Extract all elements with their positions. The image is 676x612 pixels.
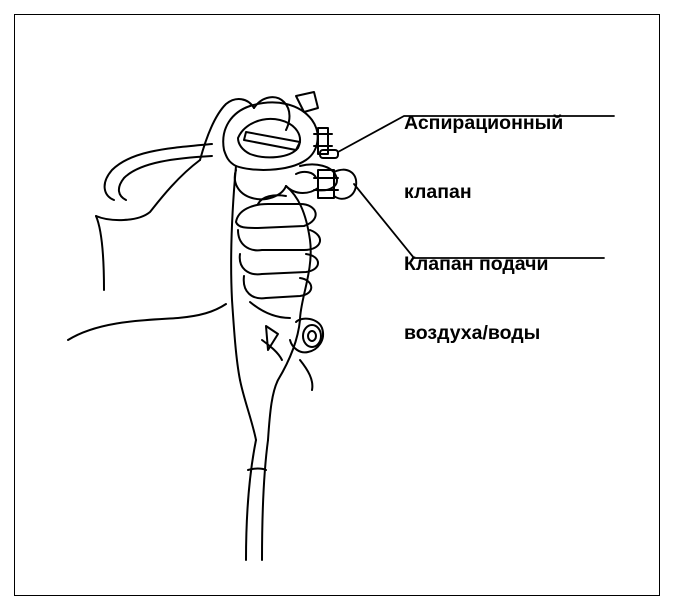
suction-valve-body bbox=[314, 128, 338, 158]
universal-cord bbox=[105, 144, 212, 200]
grip-marker bbox=[266, 326, 278, 350]
air-water-valve-label-line2: воздуха/воды bbox=[404, 322, 548, 345]
air-water-valve-label-line1: Клапан подачи bbox=[404, 253, 548, 276]
air-water-valve-label: Клапан подачи воздуха/воды bbox=[404, 207, 548, 391]
biopsy-port bbox=[290, 319, 323, 390]
control-body bbox=[231, 166, 311, 440]
suction-valve-label-line1: Аспирационный bbox=[404, 112, 563, 135]
insertion-tube bbox=[246, 440, 268, 560]
suction-valve-label-line2: клапан bbox=[404, 181, 563, 204]
